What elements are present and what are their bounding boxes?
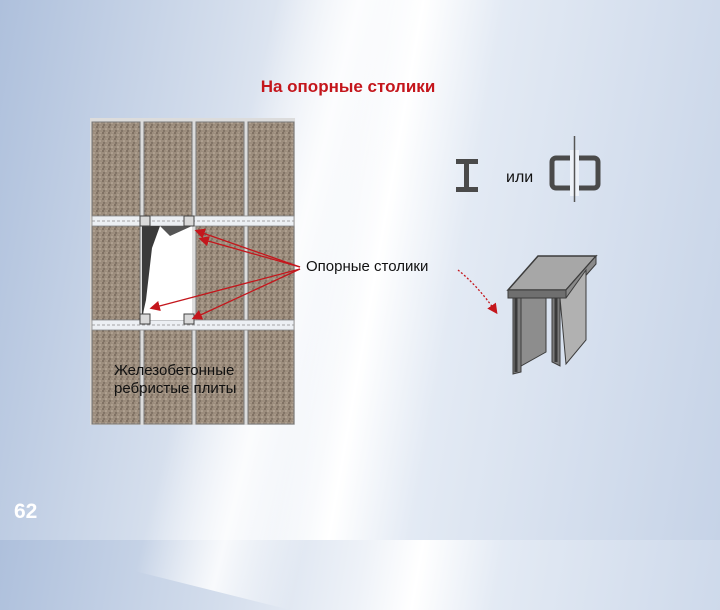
- channel-pair-section-icon: [549, 136, 601, 202]
- slab: [91, 121, 141, 217]
- slab: [247, 329, 295, 425]
- slab: [91, 225, 141, 321]
- pointer-arrows: [149, 228, 498, 320]
- i-beam-section-icon: [456, 159, 478, 192]
- slide-title: На опорные столики: [260, 77, 436, 96]
- slab: [143, 121, 193, 217]
- slab: [91, 329, 141, 425]
- label-support-tables: Опорные столики: [306, 258, 429, 275]
- support-table-marker: [183, 313, 195, 325]
- support-table-icon: [506, 254, 598, 375]
- support-table-marker: [139, 313, 151, 325]
- slab: [195, 121, 245, 217]
- diagram: [90, 118, 601, 425]
- label-ribbed-slabs-line2: ребристые плиты: [114, 380, 237, 397]
- slab-opening: [142, 226, 192, 320]
- support-table-marker: [183, 215, 195, 227]
- slab: [143, 329, 193, 425]
- label-ribbed-slabs: Железобетонные ребристые плиты: [114, 362, 294, 398]
- support-table-marker: [139, 215, 151, 227]
- label-or: или: [506, 169, 534, 186]
- support-tables: [139, 215, 195, 325]
- label-ribbed-slabs-line1: Железобетонные: [114, 362, 235, 379]
- slab-grid: [90, 118, 295, 425]
- slab: [247, 121, 295, 217]
- slide-number: 62: [14, 500, 38, 523]
- damaged-edge: [142, 226, 160, 318]
